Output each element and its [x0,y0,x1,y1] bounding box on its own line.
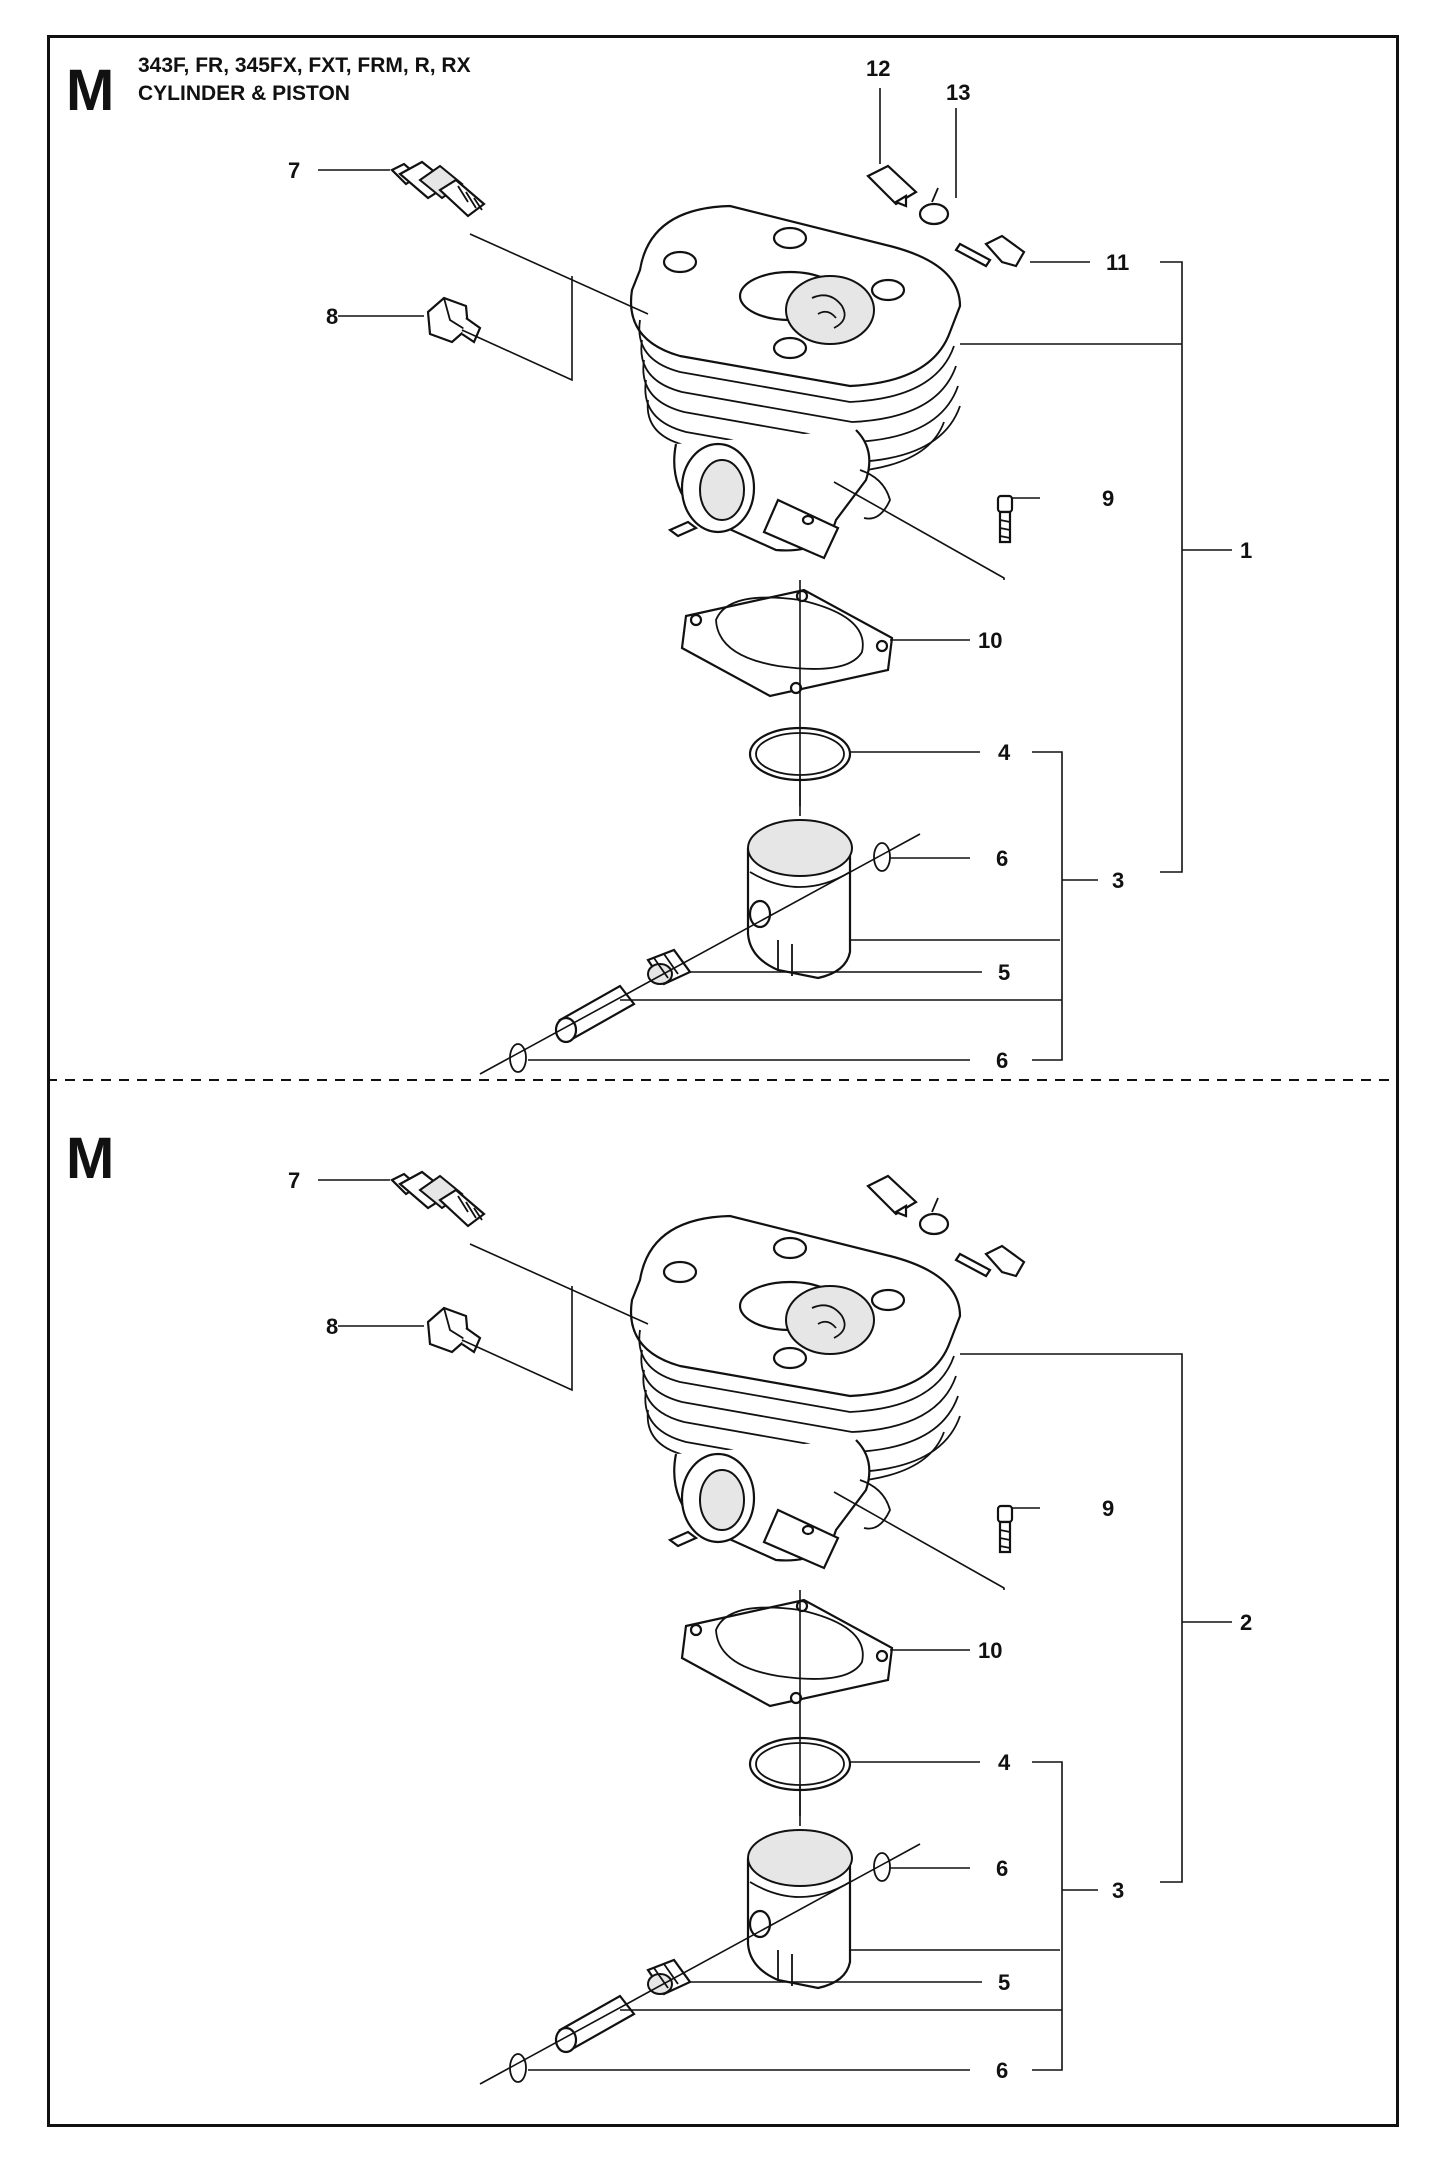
callout-8: 8 [326,1314,338,1339]
callout-3: 3 [1112,868,1124,893]
section-letter: M [66,1126,114,1191]
callout-10: 10 [978,1638,1002,1663]
callout-10: 10 [978,628,1002,653]
callout-12: 12 [866,56,890,81]
callout-4: 4 [998,1750,1011,1775]
callout-8: 8 [326,304,338,329]
callout-6: 6 [996,1048,1008,1073]
callout-9: 9 [1102,1496,1114,1521]
callout-5: 5 [998,960,1010,985]
section-bottom: M 7 8 9 2 10 [66,1126,1252,2086]
callout-2: 2 [1240,1610,1252,1635]
callout-1: 1 [1240,538,1252,563]
callout-6: 6 [996,1856,1008,1881]
callout-4: 4 [998,740,1011,765]
callout-13: 13 [946,80,970,105]
section-title: CYLINDER & PISTON [138,82,350,105]
section-top: M 343F, FR, 345FX, FXT, FRM, R, RX CYLIN… [66,54,1252,1076]
exploded-assembly [390,160,1026,1076]
callout-9: 9 [1102,486,1114,511]
callout-5: 5 [998,1970,1010,1995]
callout-3: 3 [1112,1878,1124,1903]
model-list: 343F, FR, 345FX, FXT, FRM, R, RX [138,54,471,77]
callout-11: 11 [1106,250,1129,275]
callout-7: 7 [288,1168,300,1193]
exploded-assembly [390,1170,1026,2086]
section-letter: M [66,58,114,123]
callout-7: 7 [288,158,300,183]
callout-6: 6 [996,2058,1008,2083]
callout-6: 6 [996,846,1008,871]
